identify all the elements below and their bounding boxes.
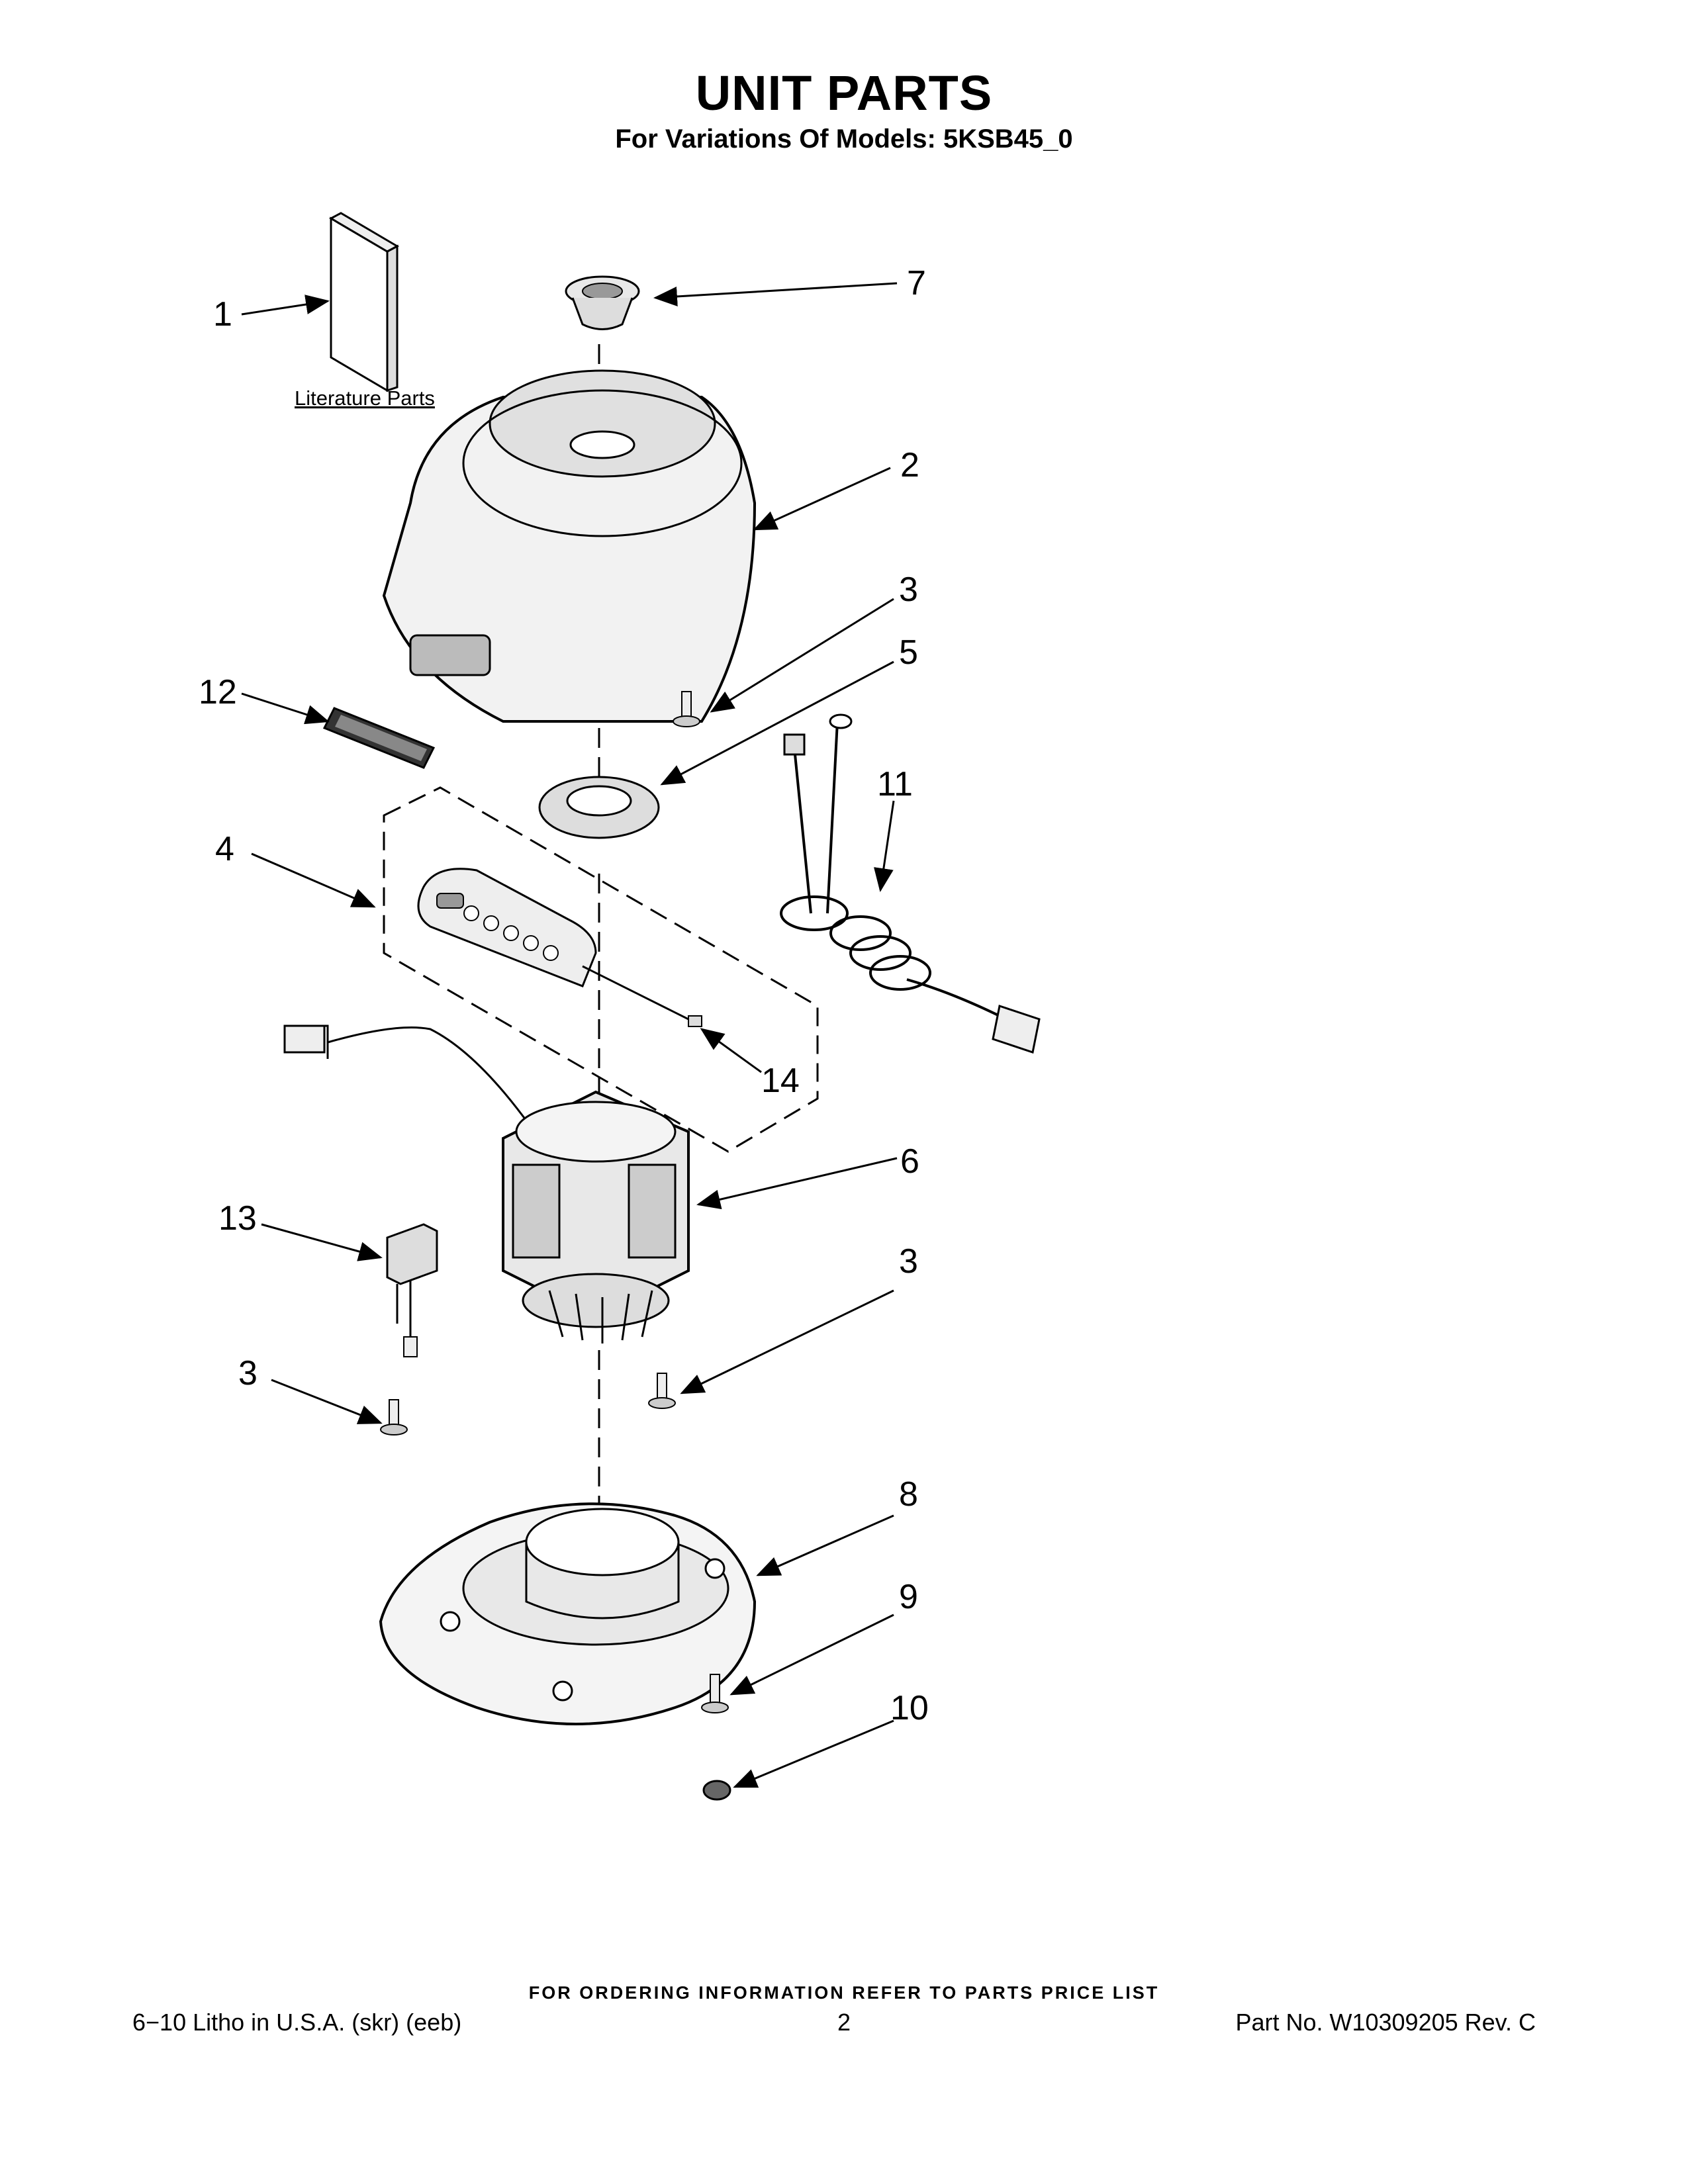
callout-3-right: 3	[899, 1242, 918, 1281]
callout-2: 2	[900, 446, 919, 484]
callout-4: 4	[215, 830, 234, 868]
screw-part-right	[648, 1373, 676, 1409]
filter-component-part	[386, 1223, 438, 1357]
coupler-part	[565, 275, 640, 330]
seal-ring-part	[538, 776, 660, 839]
housing-part	[382, 369, 757, 723]
callout-10: 10	[890, 1689, 929, 1727]
literature-booklet	[328, 212, 400, 392]
callout-9: 9	[899, 1578, 918, 1616]
callout-3-left: 3	[238, 1354, 258, 1392]
foot-screw-part	[701, 1674, 729, 1713]
leader-arrows	[241, 282, 898, 1788]
ordering-info-note: FOR ORDERING INFORMATION REFER TO PARTS …	[528, 1983, 1160, 2003]
foot-part	[702, 1780, 731, 1801]
screw-part-left	[380, 1399, 408, 1435]
callout-3-upper: 3	[899, 570, 918, 609]
print-info: 6−10 Litho in U.S.A. (skr) (eeb)	[132, 2009, 462, 2036]
screw-part-upper	[673, 691, 700, 727]
callout-7: 7	[907, 264, 926, 302]
callout-11: 11	[877, 765, 913, 803]
callout-13: 13	[218, 1199, 257, 1238]
power-cord-part	[780, 713, 1041, 1054]
page-number: 2	[837, 2009, 851, 2036]
page-title: UNIT PARTS	[695, 66, 993, 120]
control-panel-group	[383, 786, 819, 1153]
literature-parts-label: Literature Parts	[295, 387, 435, 410]
callout-6: 6	[900, 1142, 919, 1181]
badge-part	[322, 707, 436, 769]
callout-5: 5	[899, 633, 918, 672]
callout-1: 1	[213, 295, 232, 334]
part-number: Part No. W10309205 Rev. C	[1235, 2009, 1536, 2036]
callout-8: 8	[899, 1475, 918, 1514]
base-part	[379, 1502, 757, 1725]
callout-12: 12	[199, 673, 237, 711]
callout-14: 14	[761, 1062, 800, 1100]
motor-part	[283, 1024, 690, 1343]
page-subtitle: For Variations Of Models: 5KSB45_0	[615, 124, 1073, 154]
